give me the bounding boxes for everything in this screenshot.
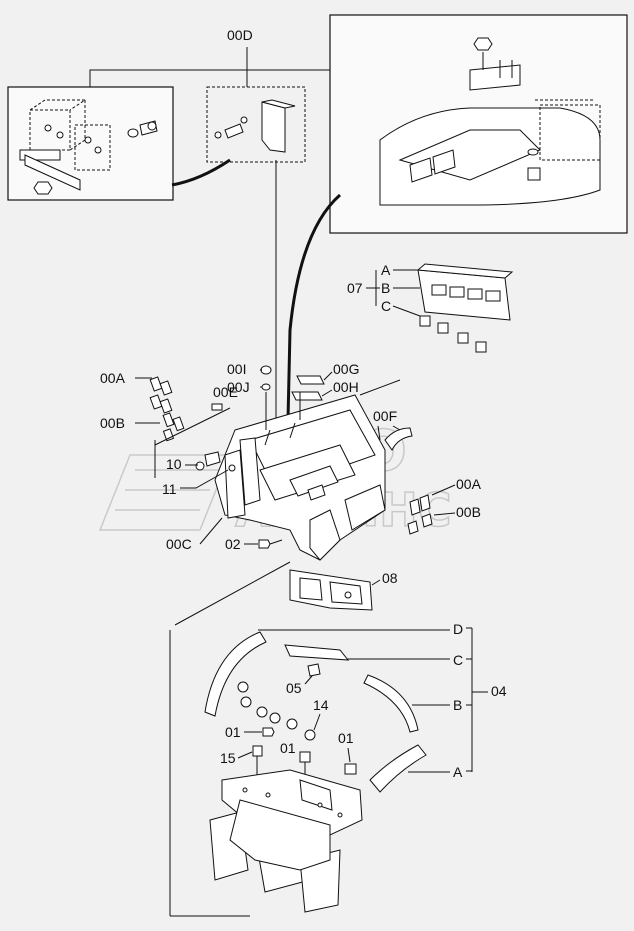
- label-00D: 00D: [227, 27, 253, 43]
- label-04: 04: [491, 683, 507, 699]
- clips-00A-left: [149, 376, 185, 442]
- label-01-a: 01: [225, 724, 241, 740]
- label-00E: 00E: [213, 384, 238, 400]
- inset-left-box: [7, 86, 174, 201]
- label-04-B: B: [453, 697, 462, 713]
- label-04-A: A: [453, 764, 463, 780]
- label-01-b: 01: [280, 740, 296, 756]
- label-00G: 00G: [333, 361, 359, 377]
- label-00H: 00H: [333, 379, 359, 395]
- main-console: [214, 394, 386, 561]
- label-00A-left: 00A: [100, 370, 126, 386]
- label-00F: 00F: [373, 408, 397, 424]
- inset-right: [329, 14, 628, 234]
- label-07-B: B: [381, 280, 390, 296]
- label-00B-right: 00B: [456, 504, 481, 520]
- label-07: 07: [347, 280, 363, 296]
- label-00B-left: 00B: [100, 415, 125, 431]
- switch-panel-07: [416, 263, 514, 353]
- watermark-logo-icon: [98, 454, 232, 531]
- label-15: 15: [220, 750, 236, 766]
- label-00A-right: 00A: [456, 476, 482, 492]
- label-08: 08: [382, 570, 398, 586]
- inset-center: [206, 86, 306, 163]
- label-14: 14: [313, 697, 329, 713]
- inset-left: [7, 86, 174, 201]
- label-07-C: C: [381, 298, 391, 314]
- label-11: 11: [162, 481, 177, 497]
- label-07-A: A: [381, 262, 391, 278]
- label-00J: 00J: [227, 379, 250, 395]
- trim-strips: [204, 631, 427, 793]
- label-04-C: C: [453, 652, 463, 668]
- label-00C: 00C: [166, 536, 192, 552]
- label-02: 02: [225, 536, 241, 552]
- clips-lower: [237, 681, 316, 741]
- label-05: 05: [286, 680, 302, 696]
- label-00I: 00I: [227, 361, 246, 377]
- label-01-c: 01: [338, 730, 354, 746]
- base-frame: [209, 769, 363, 913]
- label-04-D: D: [453, 621, 463, 637]
- bracket-08: [289, 569, 373, 611]
- label-10: 10: [166, 456, 182, 472]
